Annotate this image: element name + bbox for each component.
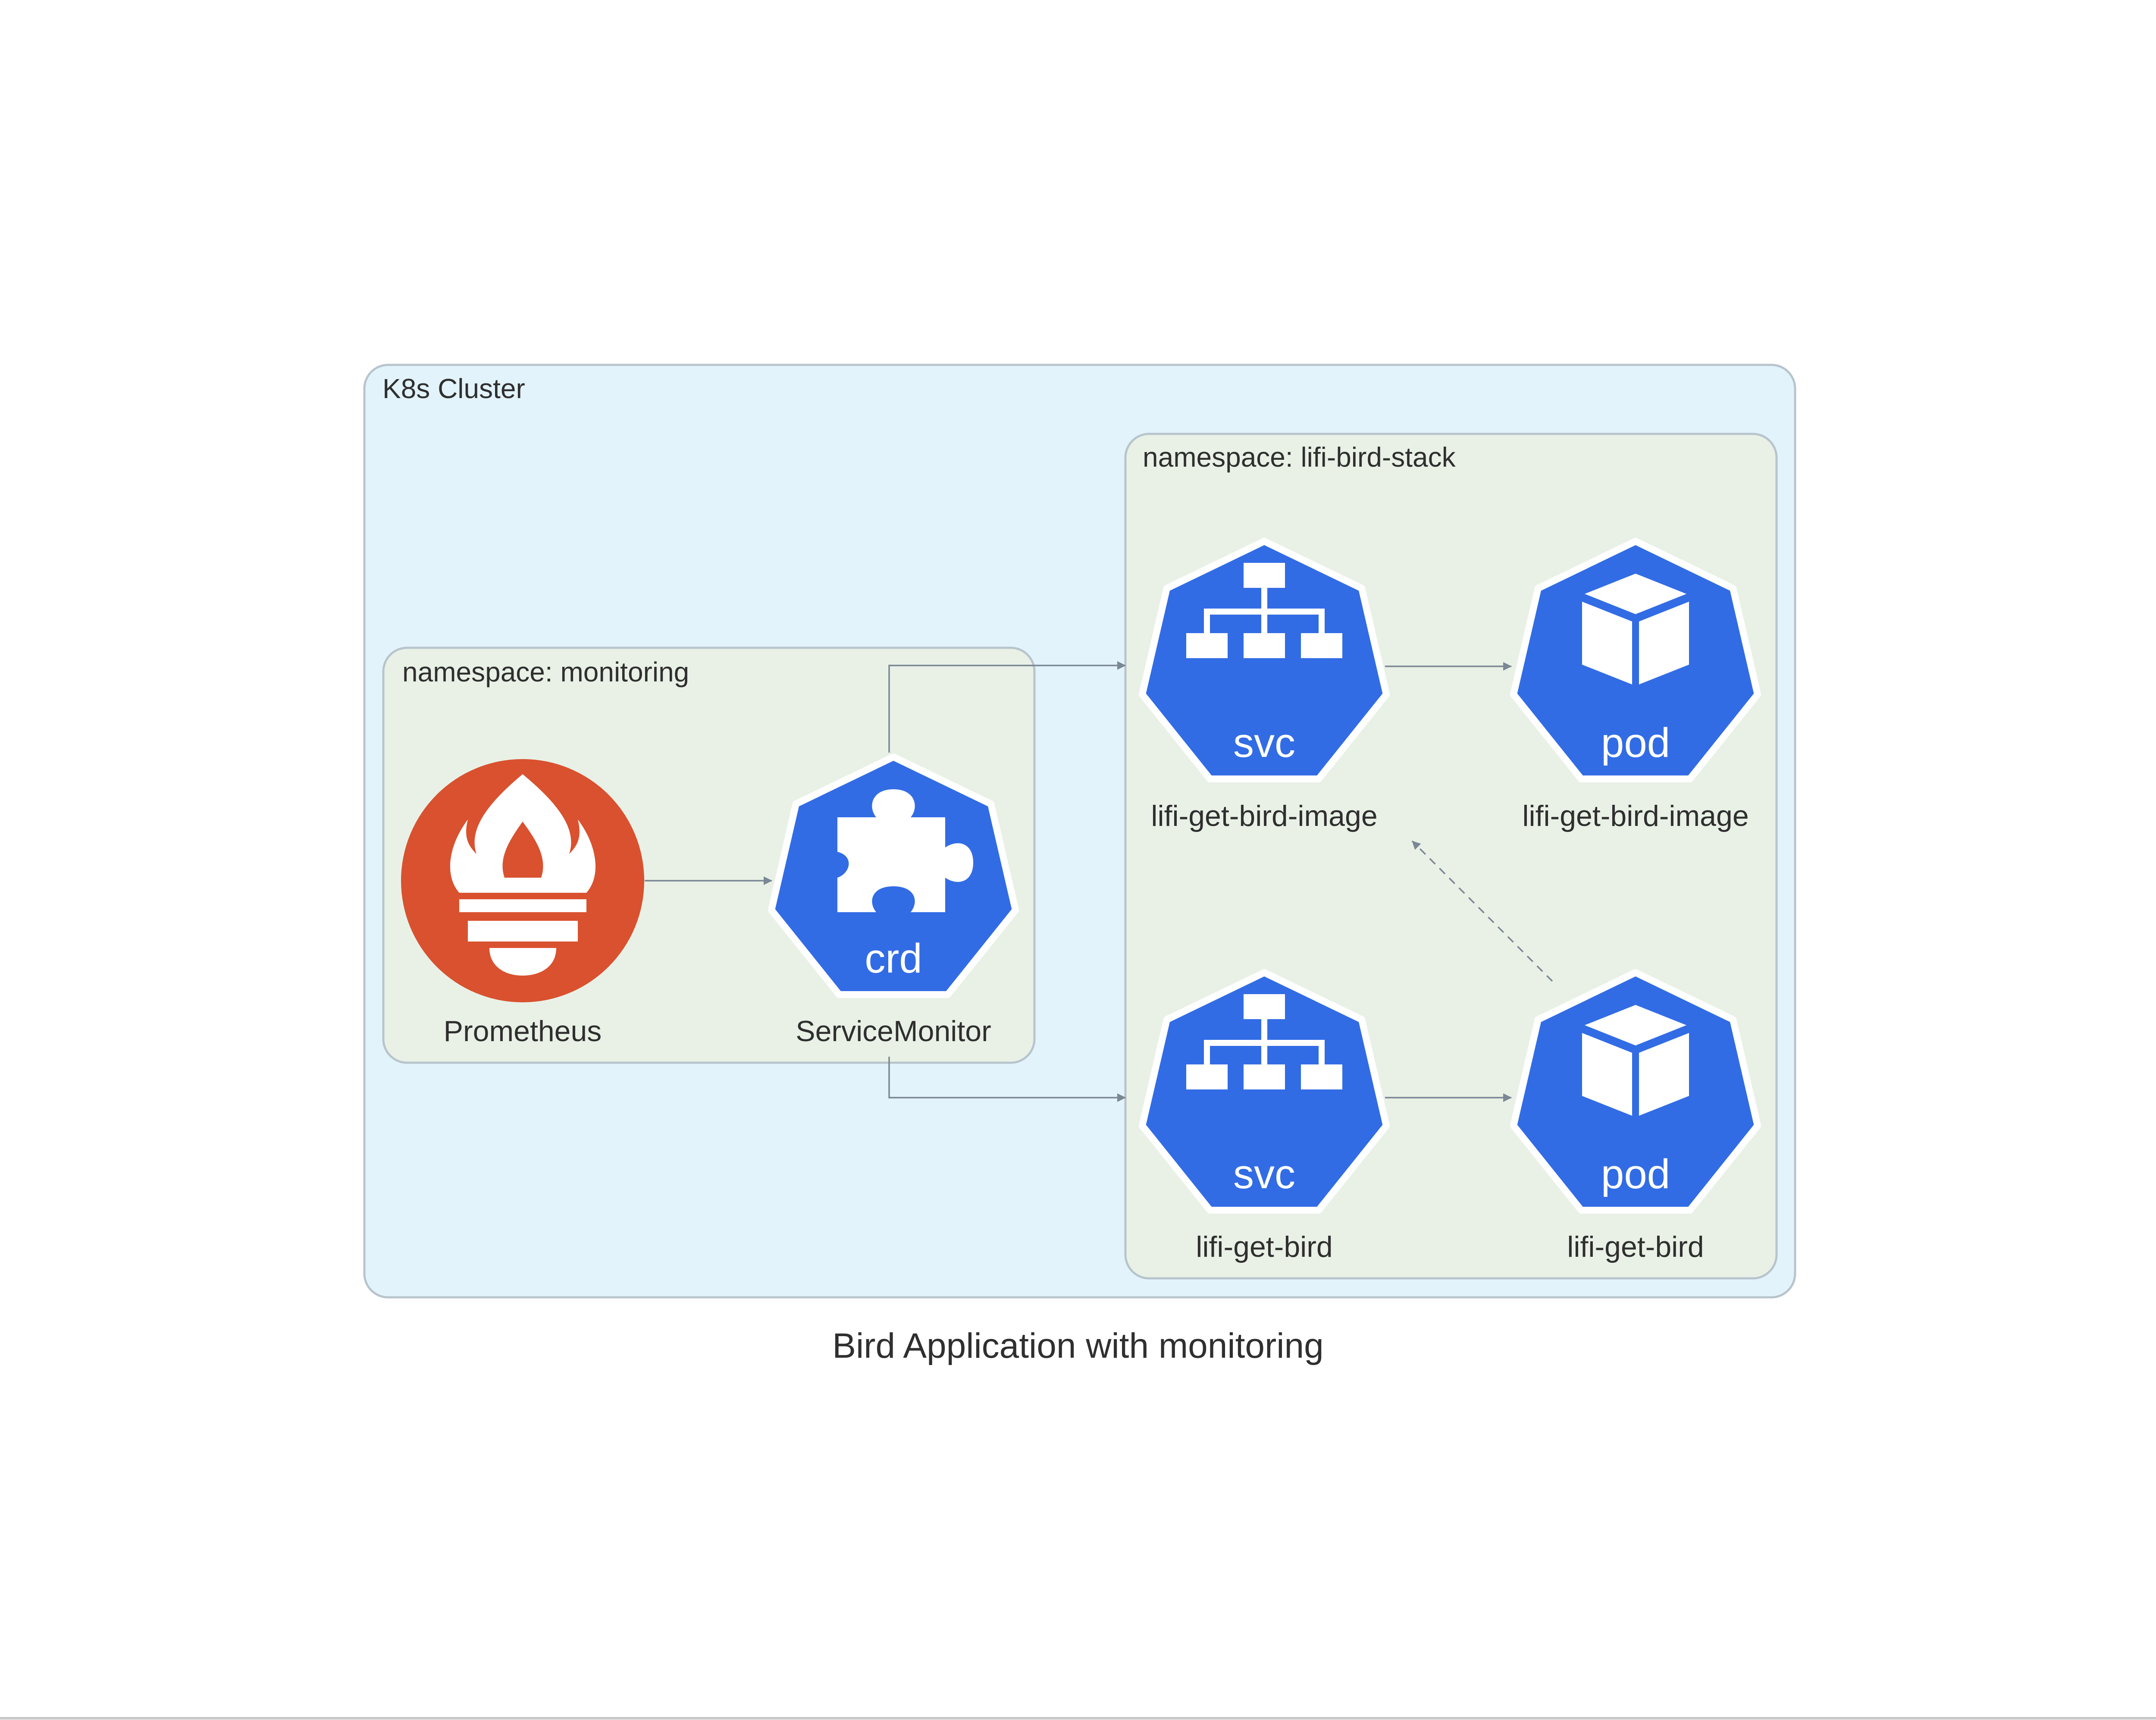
edge-servicemonitor-to-svc-image: [888, 661, 1126, 753]
node-pod-lifi-get-bird-image[interactable]: pod lifi-get-bird-image: [1514, 541, 1758, 832]
node-prometheus[interactable]: Prometheus: [401, 759, 644, 1048]
svc-badge-text: svc: [1233, 720, 1295, 766]
prometheus-label: Prometheus: [444, 1015, 602, 1048]
svc-icon: svc: [1142, 973, 1386, 1210]
node-svc-lifi-get-bird[interactable]: svc lifi-get-bird: [1142, 973, 1386, 1263]
svc-badge-text: svc: [1233, 1151, 1295, 1197]
pod-lifi-get-bird-image-label: lifi-get-bird-image: [1522, 800, 1749, 832]
namespace-lifi-bird-stack-label: namespace: lifi-bird-stack: [1143, 442, 1456, 473]
k8s-cluster-label: K8s Cluster: [382, 373, 525, 404]
crd-icon: crd: [771, 757, 1015, 995]
pod-icon: pod: [1514, 541, 1758, 779]
pod-lifi-get-bird-label: lifi-get-bird: [1567, 1230, 1704, 1263]
crd-badge-text: crd: [865, 935, 922, 982]
node-pod-lifi-get-bird[interactable]: pod lifi-get-bird: [1514, 973, 1758, 1263]
servicemonitor-label: ServiceMonitor: [796, 1015, 991, 1048]
prometheus-icon: [401, 759, 644, 1002]
namespace-monitoring-label: namespace: monitoring: [402, 656, 689, 687]
pod-icon: pod: [1514, 973, 1758, 1210]
pod-badge-text: pod: [1601, 720, 1670, 766]
edge-servicemonitor-to-svc-bird: [888, 1057, 1126, 1102]
diagram-title: Bird Application with monitoring: [832, 1326, 1323, 1365]
node-svc-lifi-get-bird-image[interactable]: svc lifi-get-bird-image: [1142, 541, 1386, 832]
node-servicemonitor[interactable]: crd ServiceMonitor: [771, 757, 1015, 1048]
svc-lifi-get-bird-image-label: lifi-get-bird-image: [1151, 800, 1377, 832]
svc-lifi-get-bird-label: lifi-get-bird: [1196, 1230, 1332, 1263]
edge-pod-bird-to-svc-image-dashed: [1411, 840, 1553, 982]
svc-icon: svc: [1142, 541, 1386, 779]
pod-badge-text: pod: [1601, 1151, 1670, 1197]
edges: [645, 661, 1553, 1102]
